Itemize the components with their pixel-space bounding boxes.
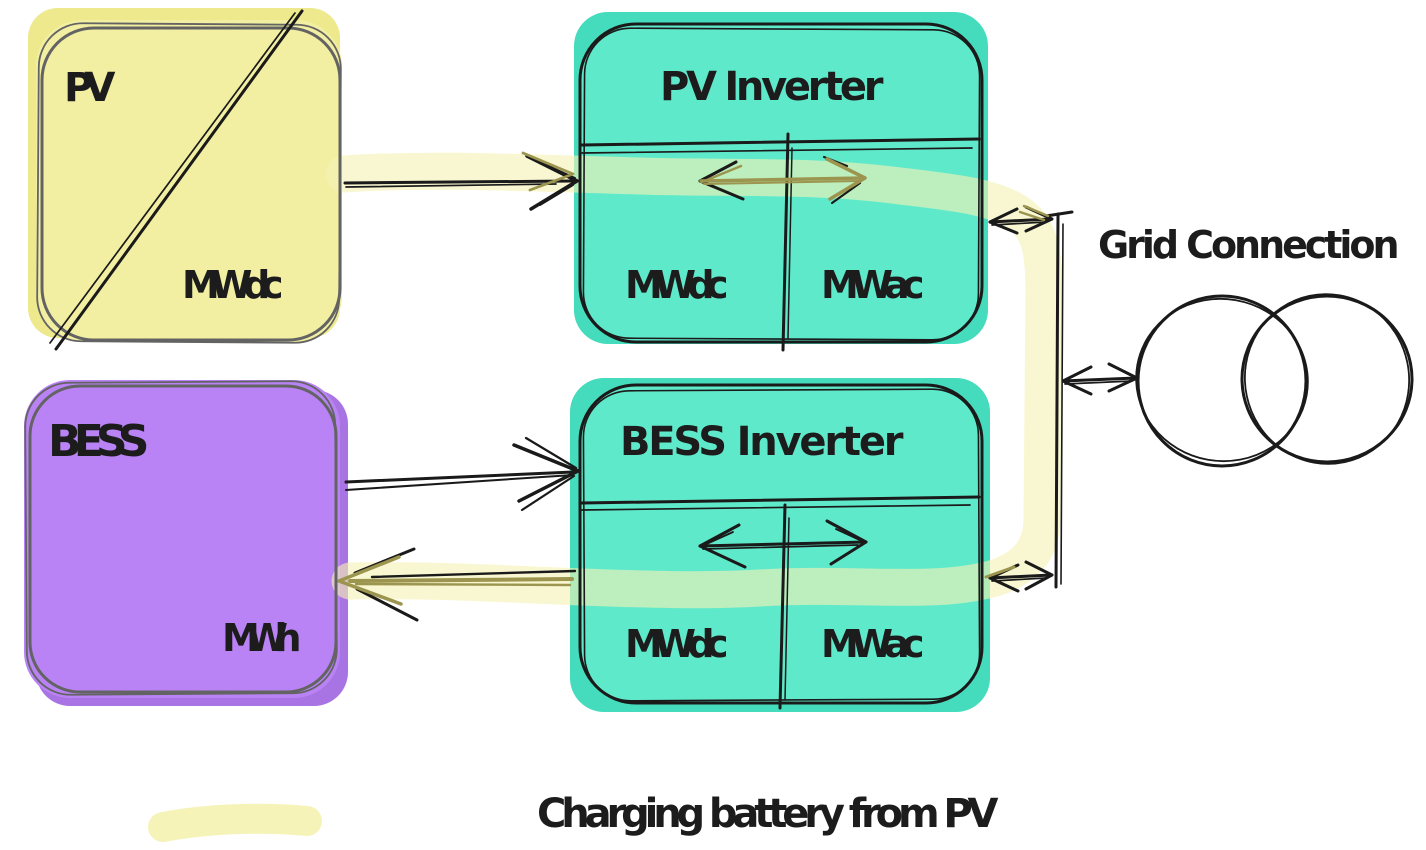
grid-bus-line [1054, 212, 1060, 589]
arrow-shaft [343, 179, 574, 185]
bus-bottom-olive-echo [984, 565, 1016, 579]
arrow-shaft-top [370, 569, 577, 579]
pv-inverter-border-echo [582, 27, 981, 341]
pv-box-outline: PV MWdc [36, 9, 342, 351]
arrow-shaft-echo [991, 221, 1047, 226]
pv-inverter-border [578, 22, 984, 344]
arrow-shaft-echo [702, 544, 859, 550]
legend-highlight-swatch [148, 803, 322, 842]
return-arrow-olive-shaft [348, 577, 574, 583]
bess-label: BESS [48, 416, 150, 467]
arrow-head-left [698, 523, 747, 569]
arrow-head-right [1107, 362, 1139, 393]
highlighted-ink-strokes [337, 151, 1050, 606]
bess-inverter-outline: BESS Inverter MWdc MWac [578, 383, 984, 710]
pv-inverter-outline: PV Inverter MWdc MWac [578, 22, 984, 352]
bess-inverter-divider-vertical-echo [784, 517, 790, 701]
arrow-shaft [698, 540, 868, 548]
pv-diagonal-line-echo [49, 12, 296, 344]
grid-bus-top-tick [1044, 210, 1074, 218]
pv-diagonal-line [54, 9, 304, 351]
return-arrow-olive-head-echo [338, 564, 381, 582]
arrow-bess-inverter-to-bus [988, 560, 1054, 593]
pv-capacity-label: MWdc [182, 263, 284, 307]
legend: Charging battery from PV [148, 791, 999, 842]
pv-inverter-olive-shaft-echo [703, 180, 859, 185]
grid-connection: Grid Connection [1098, 223, 1414, 468]
bess-box-border-echo [24, 380, 338, 696]
arrow-shaft [344, 470, 575, 484]
arrow-bus-to-transformer [1061, 362, 1139, 396]
pv-inverter-title: PV Inverter [660, 64, 884, 110]
arrow-shaft-echo [991, 577, 1047, 582]
transformer-icon [1135, 293, 1414, 468]
arrow-shaft-echo [1064, 380, 1133, 385]
arrow-shaft-echo [345, 183, 557, 188]
arrow-head-right [1024, 560, 1054, 591]
legend-label: Charging battery from PV [537, 791, 999, 837]
bess-box [24, 380, 348, 706]
grid-bus-line-echo [1060, 223, 1064, 585]
pv-box-border-echo [36, 22, 342, 344]
pv-inverter-olive-shaft [699, 176, 866, 183]
pv-inverter-dc-label: MWdc [625, 263, 729, 307]
arrow-head-right [825, 519, 868, 566]
pv-box-fill [36, 20, 342, 342]
arrow-head-left [988, 207, 1019, 235]
bess-inverter-divider-horizontal [580, 495, 981, 505]
pv-inverter-divider-horizontal [580, 137, 981, 147]
transformer-right-circle-echo [1243, 293, 1411, 465]
pv-label: PV [64, 65, 116, 111]
arrow-bess-to-bess-inverter [344, 436, 580, 512]
bus-top-olive-echo [1018, 204, 1050, 222]
pv-inverter-ac-label: MWac [821, 263, 925, 307]
pv-inverter-divider-horizontal-echo [581, 147, 973, 154]
arrow-head-echo [520, 436, 580, 512]
pv-inverter-divider-vertical [781, 132, 790, 352]
pv-inverter-olive-left-echo [700, 164, 743, 184]
bess-box-fill [24, 380, 340, 698]
bess-inverter-border-echo [582, 388, 981, 702]
bess-inverter-dc-label: MWdc [625, 622, 729, 666]
bess-inverter-divider-horizontal-echo [581, 504, 971, 511]
arrow-pv-to-pv-inverter [343, 154, 579, 211]
arrow-head-left [1061, 365, 1093, 396]
arrow-shaft [1061, 376, 1138, 383]
transformer-left-circle [1136, 294, 1308, 468]
bess-box-outline: BESS MWh [24, 380, 338, 696]
pv-arrow-olive-head [521, 151, 575, 192]
grid-bus [1044, 210, 1074, 589]
transformer-right-circle [1240, 294, 1414, 464]
bess-inverter-ac-label: MWac [821, 622, 925, 666]
grid-connection-label: Grid Connection [1098, 223, 1400, 267]
arrow-head-echoes [701, 528, 865, 547]
transformer-left-circle-echo [1135, 297, 1309, 463]
pv-inverter-olive-right-head [825, 157, 867, 201]
bess-inverter-flow-arrow [698, 519, 868, 569]
charging-highlight-path [325, 152, 1063, 609]
return-arrow-olive-shaft-echo [354, 582, 572, 587]
arrow-shaft [988, 573, 1053, 580]
bess-inverter-title: BESS Inverter [620, 419, 904, 465]
bess-capacity-label: MWh [222, 616, 302, 660]
bess-inverter-divider-vertical [778, 503, 787, 710]
arrow-shaft-echo [345, 474, 574, 491]
